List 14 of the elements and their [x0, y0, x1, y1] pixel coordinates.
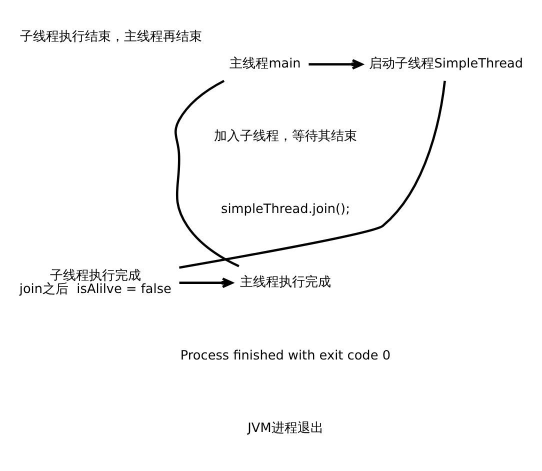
label: simpleThread.join(); [221, 201, 350, 216]
label: JVM进程退出 [248, 420, 324, 436]
node-text: 主线程执行完成 [240, 274, 331, 290]
node-text: 主线程main [230, 56, 301, 72]
node-label: join之后 isAlilve = false [19, 282, 172, 297]
connector [174, 79, 240, 267]
label: Process finished with exit code 0 [180, 348, 391, 364]
arrow [179, 277, 234, 288]
diagram-title: 子线程执行结束，主线程再结束 [20, 29, 202, 44]
label: 加入子线程，等待其结束 [214, 128, 357, 144]
node-text: 启动子线程SimpleThread [369, 56, 524, 72]
arrow [308, 58, 363, 70]
connector [179, 80, 446, 268]
node-text: 子线程执行完成 [50, 268, 141, 283]
